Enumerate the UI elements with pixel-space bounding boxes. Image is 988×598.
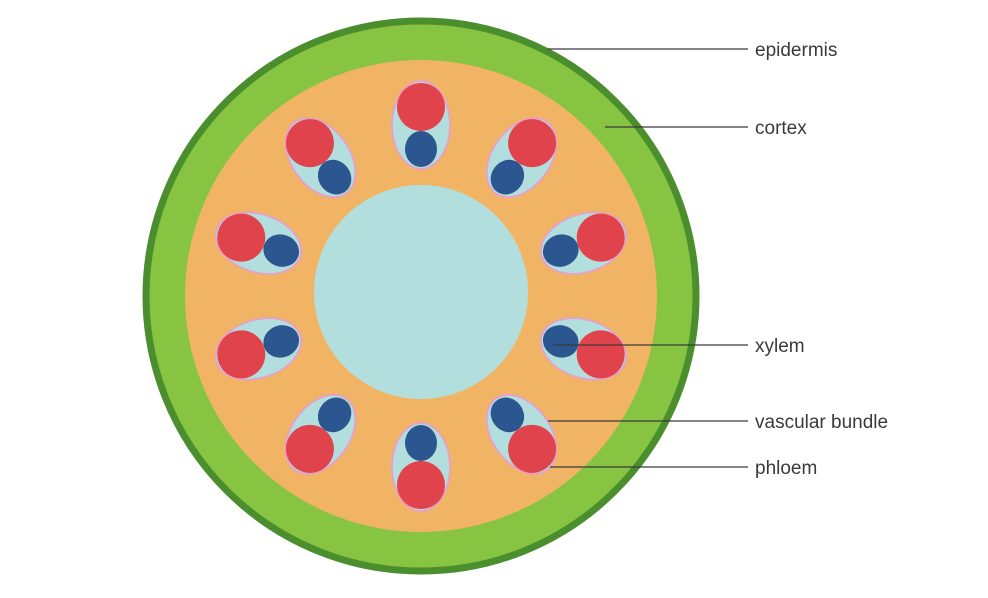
vascular-bundle	[539, 211, 628, 275]
xylem	[542, 325, 579, 358]
xylem	[263, 325, 300, 358]
xylem	[317, 159, 352, 195]
vascular-bundle	[284, 117, 357, 199]
vascular-bundles	[214, 80, 628, 512]
xylem	[263, 234, 300, 267]
xylem	[542, 234, 579, 267]
phloem	[285, 424, 334, 473]
xylem-label: xylem	[755, 336, 805, 357]
xylem	[405, 131, 437, 167]
vascular-bundle	[391, 422, 451, 512]
phloem	[508, 119, 557, 168]
vascular-bundle-label: vascular bundle	[755, 412, 888, 433]
pith	[314, 185, 528, 399]
vascular-bundle	[391, 80, 451, 170]
epidermis-label: epidermis	[755, 40, 837, 61]
phloem	[285, 119, 334, 168]
vascular-bundle	[214, 211, 303, 275]
vascular-bundle	[214, 317, 303, 381]
vascular-bundle	[485, 117, 558, 199]
phloem	[217, 330, 266, 379]
vascular-bundle	[539, 317, 628, 381]
phloem	[508, 424, 557, 473]
xylem	[490, 159, 525, 195]
phloem	[397, 461, 445, 509]
phloem-label: phloem	[755, 458, 817, 479]
xylem	[405, 425, 437, 461]
xylem	[317, 397, 352, 433]
vascular-bundle	[485, 393, 558, 475]
phloem	[217, 213, 266, 262]
phloem	[576, 330, 625, 379]
xylem	[490, 397, 525, 433]
phloem	[397, 83, 445, 131]
vascular-bundle	[284, 393, 357, 475]
cortex-label: cortex	[755, 118, 807, 139]
phloem	[576, 213, 625, 262]
